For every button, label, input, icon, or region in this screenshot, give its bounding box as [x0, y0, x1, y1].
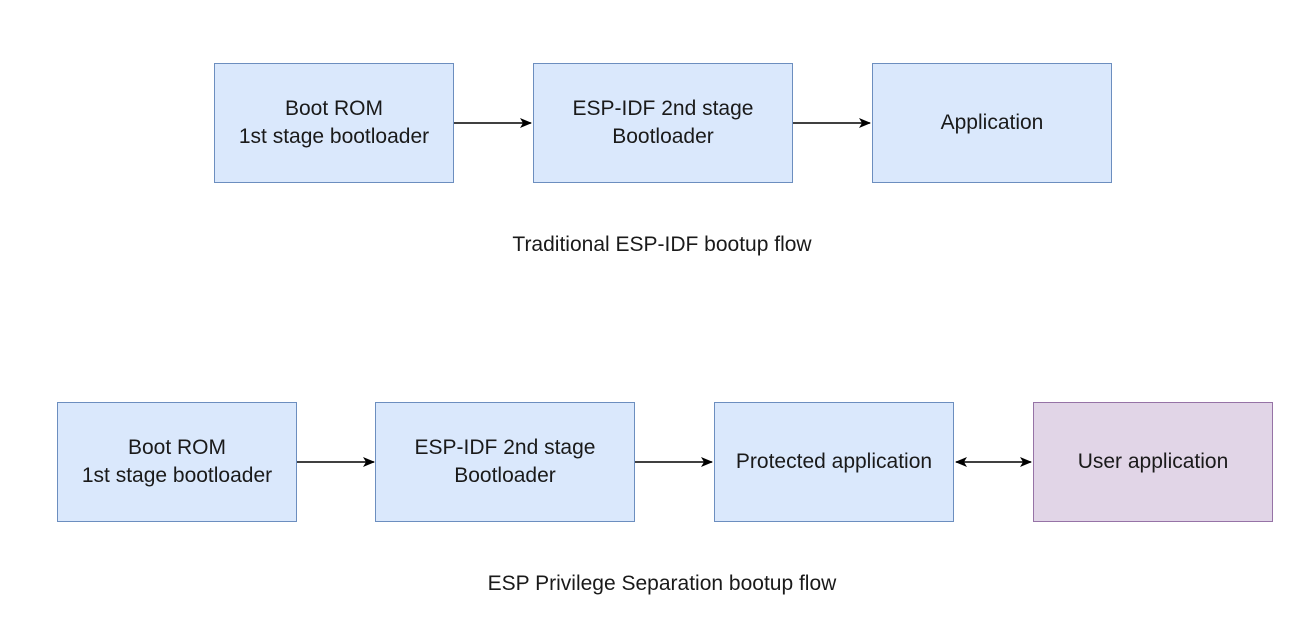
- priv-protected-app-box: Protected application: [714, 402, 954, 522]
- priv-boot-rom-box: Boot ROM 1st stage bootloader: [57, 402, 297, 522]
- trad-bootloader-box: ESP-IDF 2nd stage Bootloader: [533, 63, 793, 183]
- trad-application-line1: Application: [940, 111, 1044, 134]
- trad-bootloader-line2: Bootloader: [612, 125, 714, 148]
- priv-protected-app-line1: Protected application: [735, 450, 933, 473]
- trad-bootloader-line1: ESP-IDF 2nd stage: [572, 97, 754, 120]
- trad-boot-rom-line2: 1st stage bootloader: [238, 125, 430, 148]
- trad-boot-rom-line1: Boot ROM: [284, 97, 384, 120]
- priv-bootloader-line2: Bootloader: [454, 464, 556, 487]
- trad-application-box: Application: [872, 63, 1112, 183]
- trad-boot-rom-box: Boot ROM 1st stage bootloader: [214, 63, 454, 183]
- priv-flow-caption: ESP Privilege Separation bootup flow: [487, 572, 837, 595]
- priv-boot-rom-line2: 1st stage bootloader: [81, 464, 273, 487]
- priv-user-app-line1: User application: [1077, 450, 1229, 473]
- priv-bootloader-line1: ESP-IDF 2nd stage: [414, 436, 596, 459]
- trad-flow-caption: Traditional ESP-IDF bootup flow: [512, 233, 812, 256]
- priv-bootloader-box: ESP-IDF 2nd stage Bootloader: [375, 402, 635, 522]
- priv-user-app-box: User application: [1033, 402, 1273, 522]
- priv-boot-rom-line1: Boot ROM: [127, 436, 227, 459]
